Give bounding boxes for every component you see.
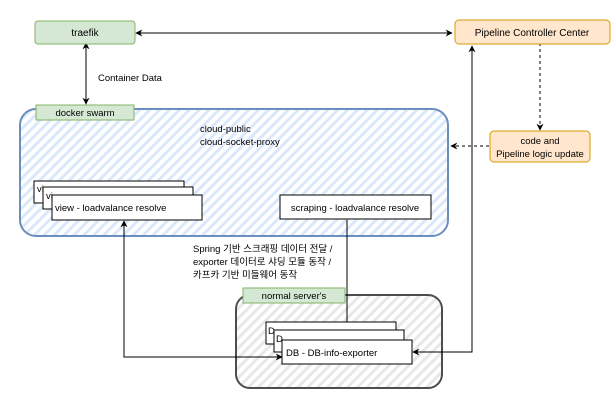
container-data-label: Container Data bbox=[98, 73, 163, 84]
spring-note-line3: 카프카 기반 미들웨어 동작 bbox=[193, 269, 297, 281]
pipeline-controller-node[interactable] bbox=[454, 19, 611, 45]
edge-view-db-exporter bbox=[120, 220, 283, 361]
docker-swarm-label: docker swarm bbox=[55, 108, 114, 119]
view-stack-back-2-label: vi bbox=[46, 191, 53, 202]
code-update-label-line2: Pipeline logic update bbox=[496, 149, 584, 160]
edge-pipeline-db-exporter bbox=[412, 45, 476, 356]
code-update-label-line1: code and bbox=[520, 136, 559, 147]
db-exporter-node[interactable] bbox=[281, 339, 413, 365]
normal-servers-tab[interactable] bbox=[242, 287, 346, 304]
scraping-loadbalance-node[interactable] bbox=[279, 194, 432, 220]
pipeline-controller-label: Pipeline Controller Center bbox=[475, 28, 590, 39]
view-loadbalance-label: view - loadvalance resolve bbox=[55, 203, 166, 214]
code-update-node[interactable] bbox=[489, 130, 591, 163]
view-loadbalance-node[interactable] bbox=[51, 194, 203, 221]
db-stack-back-1-label: D bbox=[268, 326, 275, 337]
view-stack-back-1-label: vi bbox=[37, 184, 44, 195]
spring-note-line2: exporter 데이터로 샤딩 모듈 동작 / bbox=[193, 257, 331, 268]
docker-swarm-tab[interactable] bbox=[35, 104, 135, 121]
spring-note-line1: Spring 기반 스크래핑 데이터 전달 / bbox=[193, 243, 333, 255]
db-exporter-label: DB - DB-info-exporter bbox=[286, 348, 377, 359]
scraping-loadbalance-label: scraping - loadvalance resolve bbox=[291, 203, 419, 214]
cloud-public-label: cloud-public bbox=[200, 124, 251, 135]
db-stack-back-2-label: D bbox=[276, 334, 283, 345]
normal-servers-label: normal server's bbox=[262, 291, 327, 302]
traefik-node[interactable] bbox=[34, 20, 136, 45]
cloud-socket-proxy-label: cloud-socket-proxy bbox=[200, 137, 280, 148]
traefik-label: traefik bbox=[71, 28, 99, 39]
